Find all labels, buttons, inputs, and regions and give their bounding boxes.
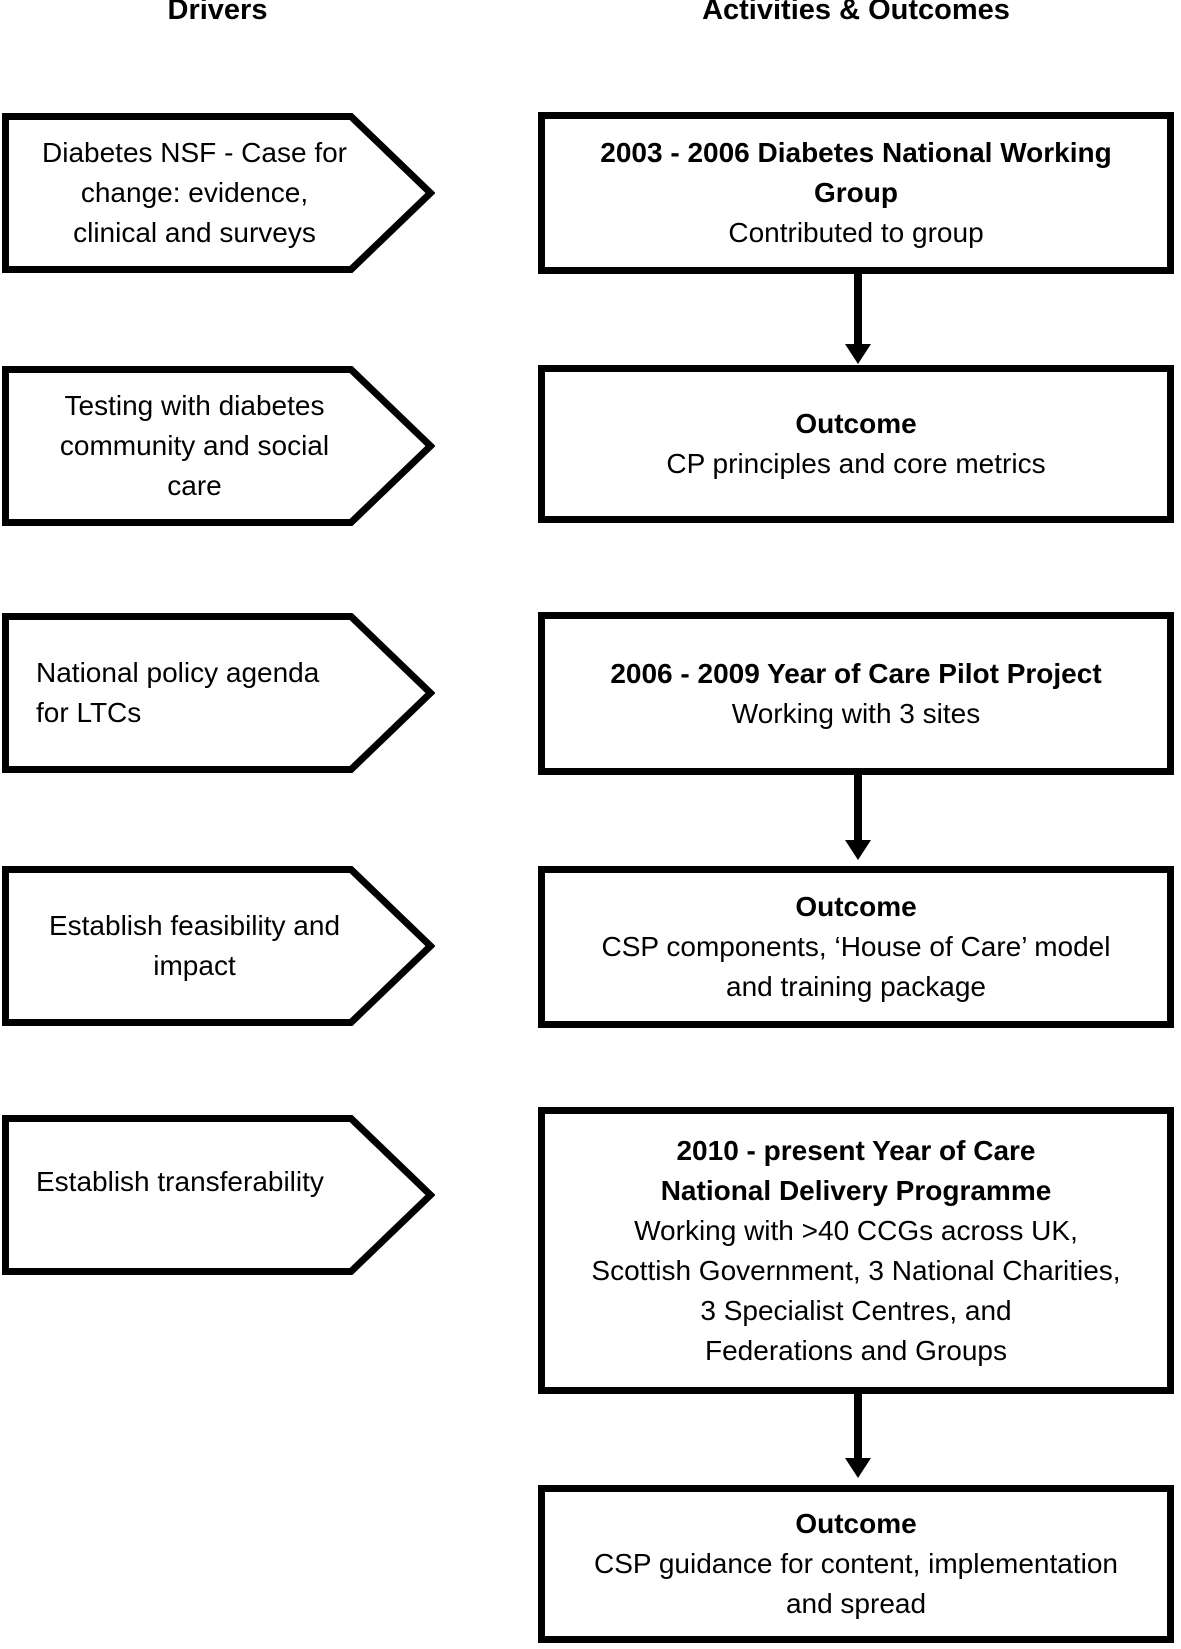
- activity-box-pilot-project: 2006 - 2009 Year of Care Pilot Project W…: [538, 612, 1174, 775]
- right-arrow-shape-icon: [2, 1115, 435, 1275]
- outcome-body: CSP components, ‘House of Care’ model an…: [601, 931, 1111, 1002]
- activity-title: 2003 - 2006 Diabetes National Working Gr…: [600, 137, 1112, 208]
- arrow-stem: [854, 1394, 862, 1458]
- column-header-drivers: Drivers: [167, 0, 268, 26]
- driver-arrow-policy-agenda: National policy agenda for LTCs: [2, 613, 435, 773]
- driver-label: Testing with diabetes community and soci…: [59, 390, 330, 501]
- right-arrow-shape-icon: [2, 113, 435, 273]
- arrow-head-icon: [845, 1458, 871, 1478]
- driver-arrow-testing-community: Testing with diabetes community and soci…: [2, 366, 435, 526]
- arrow-stem: [854, 274, 862, 344]
- outcome-title: Outcome: [795, 1508, 917, 1539]
- arrow-head-icon: [845, 344, 871, 364]
- driver-label: Establish feasibility and impact: [48, 910, 341, 981]
- arrow-head-icon: [845, 840, 871, 860]
- outcome-body: CSP guidance for content, implementation…: [593, 1548, 1118, 1619]
- driver-label-wrap: National policy agenda for LTCs: [6, 613, 383, 773]
- right-arrow-shape-icon: [2, 866, 435, 1026]
- arrow-stem: [854, 775, 862, 840]
- activity-box-working-group: 2003 - 2006 Diabetes National Working Gr…: [538, 112, 1174, 274]
- down-arrow-1: [845, 274, 871, 364]
- activity-title: 2010 - present Year of Care National Del…: [660, 1134, 1052, 1206]
- down-arrow-3: [845, 1394, 871, 1478]
- outcome-title: Outcome: [795, 891, 917, 922]
- driver-label-wrap: Establish feasibility and impact: [6, 866, 383, 1026]
- down-arrow-2: [845, 775, 871, 860]
- activity-body: Working with >40 CCGs across UK, Scottis…: [591, 1214, 1121, 1366]
- activity-body: Working with 3 sites: [731, 697, 981, 729]
- right-arrow-shape-icon: [2, 366, 435, 526]
- driver-arrow-feasibility: Establish feasibility and impact: [2, 866, 435, 1026]
- activity-title: 2006 - 2009 Year of Care Pilot Project: [610, 657, 1102, 689]
- outcome-title: Outcome: [795, 408, 917, 439]
- driver-label: Diabetes NSF - Case for change: evidence…: [42, 137, 347, 248]
- right-arrow-shape-icon: [2, 613, 435, 773]
- driver-arrow-diabetes-nsf: Diabetes NSF - Case for change: evidence…: [2, 113, 435, 273]
- driver-label: Establish transferability: [36, 1166, 324, 1197]
- outcome-box-house-of-care: Outcome CSP components, ‘House of Care’ …: [538, 866, 1174, 1028]
- activity-box-delivery-programme: 2010 - present Year of Care National Del…: [538, 1107, 1174, 1394]
- driver-label: National policy agenda for LTCs: [36, 657, 320, 728]
- driver-label-wrap: Establish transferability: [6, 1115, 383, 1275]
- outcome-body: CP principles and core metrics: [666, 448, 1046, 479]
- driver-arrow-transferability: Establish transferability: [2, 1115, 435, 1275]
- outcome-box-principles: Outcome CP principles and core metrics: [538, 365, 1174, 523]
- driver-label-wrap: Diabetes NSF - Case for change: evidence…: [6, 113, 383, 273]
- driver-label-wrap: Testing with diabetes community and soci…: [6, 366, 383, 526]
- activity-body: Contributed to group: [728, 217, 984, 248]
- column-header-activities: Activities & Outcomes: [702, 0, 1010, 26]
- outcome-box-guidance: Outcome CSP guidance for content, implem…: [538, 1485, 1174, 1643]
